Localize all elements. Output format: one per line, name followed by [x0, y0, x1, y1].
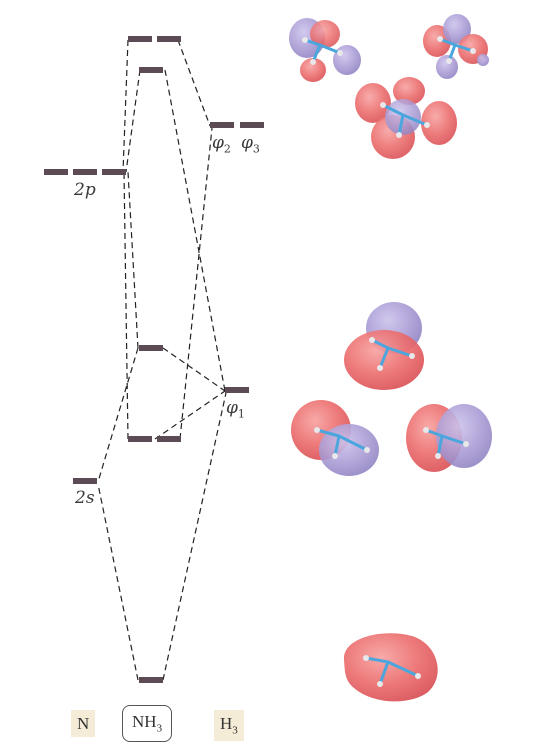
n-2s-label: 2s [75, 488, 95, 508]
nh3-antibonding-level [139, 67, 163, 73]
h3-phi1-label: φ1 [226, 398, 245, 421]
bonding-a1-orbital-icon [343, 633, 438, 702]
correlation-lines [97, 39, 227, 681]
h3-phi2-level [210, 122, 234, 128]
n-2p-level [73, 169, 97, 175]
nh3-bonding-a1-level [139, 677, 163, 683]
h3-phi1-level [225, 387, 249, 393]
h3-phi3-level [240, 122, 264, 128]
energy-levels [44, 36, 264, 683]
n-2s-level [73, 478, 97, 484]
nh3-bonding-e-level [128, 436, 152, 442]
antibonding-orbital-icon-c [355, 77, 457, 159]
column-label-nh3: NH3 [122, 705, 173, 743]
column-label-h3: H3 [214, 710, 244, 742]
bonding-e-orbital-icon-b [406, 404, 492, 472]
h3-phi2-label: φ2 [212, 133, 231, 156]
nh3-nonbonding-level [139, 345, 163, 351]
column-label-n: N [71, 710, 96, 737]
n-2p-level [44, 169, 68, 175]
n-2p-level [102, 169, 126, 175]
nh3-antibonding-level [157, 36, 181, 42]
bonding-e-orbital-icon-a [291, 400, 379, 476]
nh3-bonding-e-level [157, 436, 181, 442]
nonbonding-orbital-icon [344, 302, 424, 390]
h3-phi3-label: φ3 [241, 133, 260, 156]
antibonding-orbital-icon-a [289, 18, 361, 82]
n-2p-label: 2p [74, 180, 96, 200]
nh3-antibonding-level [128, 36, 152, 42]
antibonding-orbital-icon-b [423, 14, 489, 79]
